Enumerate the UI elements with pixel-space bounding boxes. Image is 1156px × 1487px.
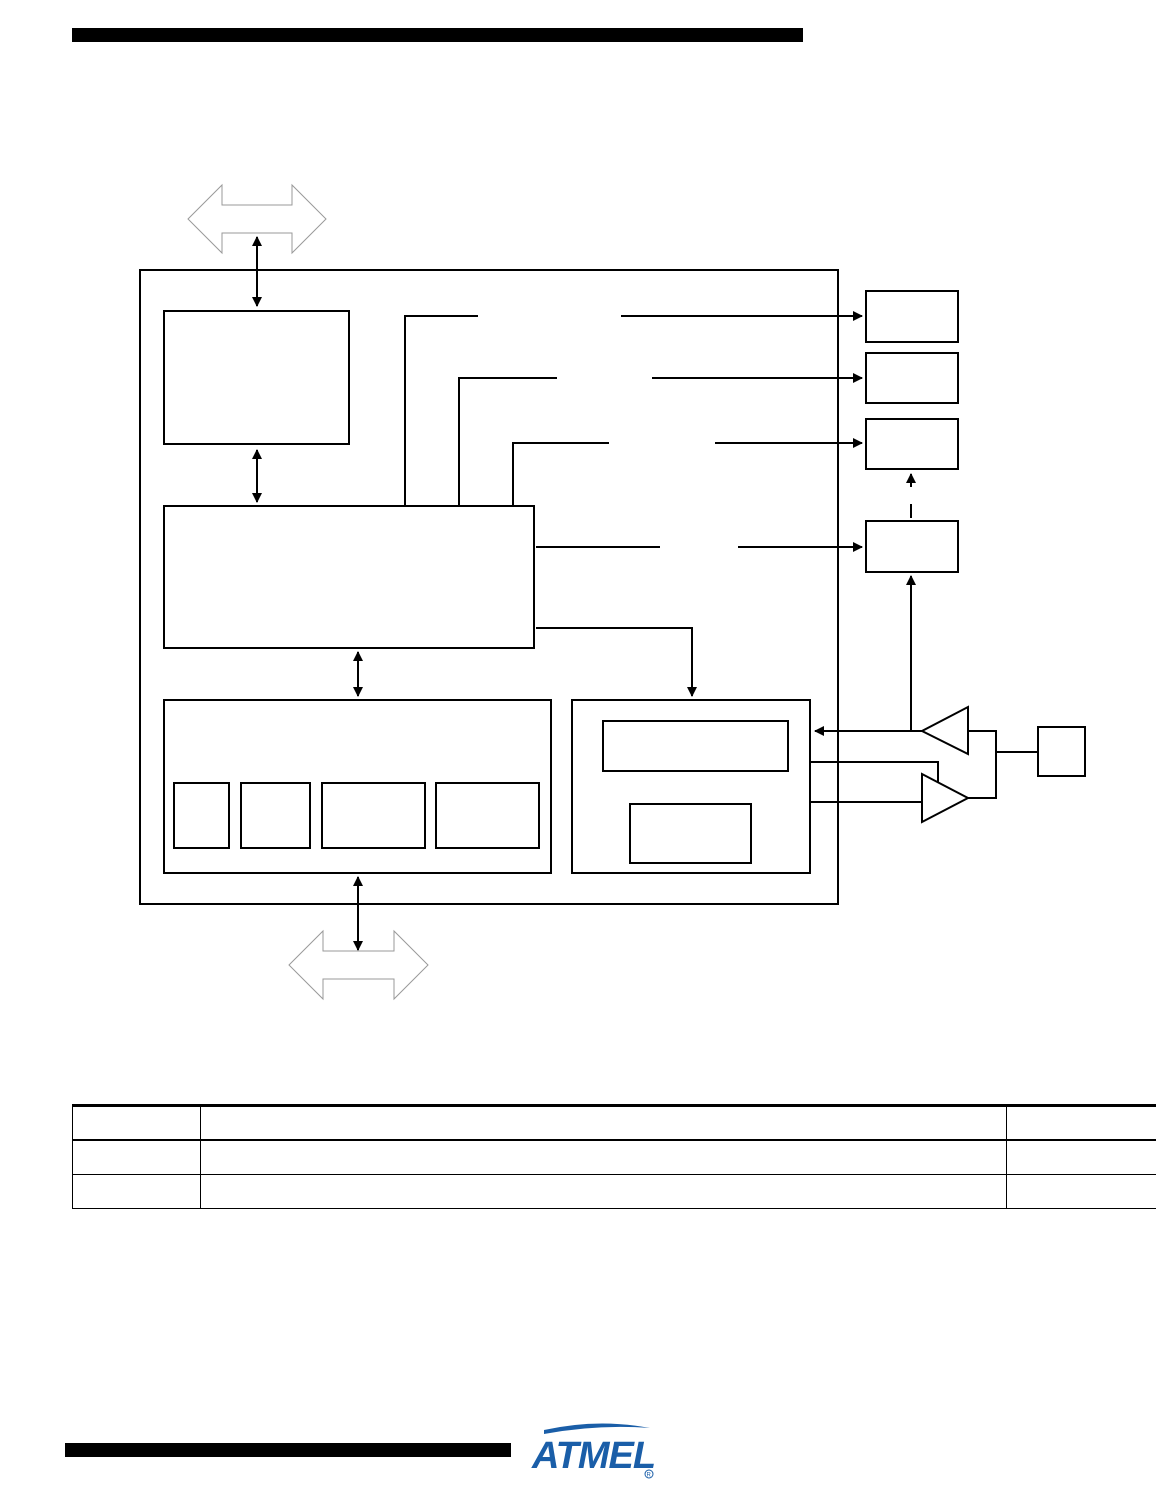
register-cell (173, 782, 230, 849)
block-diagram (139, 183, 1086, 1001)
table-cell (200, 1140, 1007, 1175)
svg-text:ATMEL: ATMEL (531, 1435, 655, 1477)
table-header-cell (200, 1104, 1007, 1141)
register-cell (240, 782, 311, 849)
comparator-subblock (602, 720, 789, 772)
table-row (72, 1140, 1156, 1175)
register-cell (435, 782, 540, 849)
comparator-subblock (629, 803, 752, 864)
table-cell (1006, 1140, 1156, 1175)
output-block-2 (865, 352, 959, 404)
table-header-cell (72, 1104, 201, 1141)
table-cell (72, 1174, 201, 1209)
atmel-logo: ATMEL R (531, 1423, 656, 1479)
double-arrow-icon (288, 929, 429, 1001)
pin-table (72, 1104, 1156, 1209)
device-outline (139, 269, 839, 905)
table-row (72, 1174, 1156, 1209)
comparator-triangle-icon (919, 705, 969, 756)
output-block-1 (865, 290, 959, 343)
comparator-block (571, 699, 811, 874)
table-cell (200, 1174, 1007, 1209)
register-block (163, 699, 552, 874)
output-block-4 (865, 520, 959, 573)
control-logic-block (163, 505, 535, 649)
register-cell (321, 782, 426, 849)
table-cell (1006, 1174, 1156, 1209)
svg-text:R: R (647, 1473, 652, 1479)
table-header-row (72, 1104, 1156, 1141)
double-arrow-icon (187, 183, 327, 255)
table-cell (72, 1140, 201, 1175)
bus-interface-block (163, 310, 350, 445)
footer-rule (65, 1443, 511, 1457)
output-block-3 (865, 418, 959, 470)
table-header-cell (1006, 1104, 1156, 1141)
pin-block (1037, 726, 1086, 777)
header-rule (72, 28, 803, 42)
comparator-triangle-icon (921, 772, 971, 824)
